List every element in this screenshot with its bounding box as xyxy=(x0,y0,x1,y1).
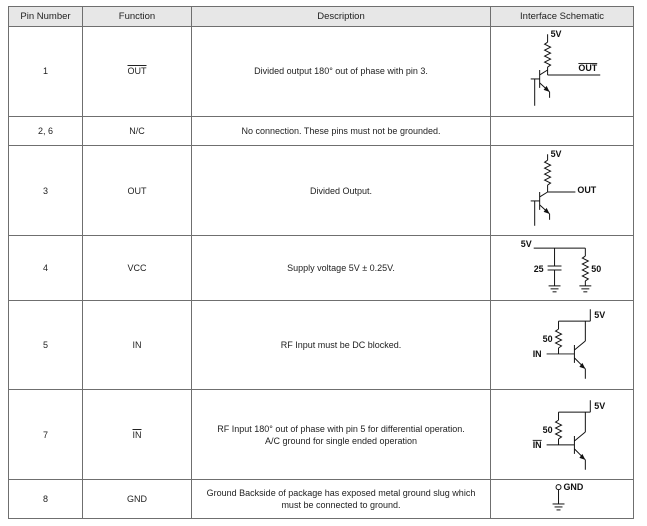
function-cell: IN xyxy=(83,390,192,479)
resistor-symbol xyxy=(554,419,563,440)
table-row: 8 GND Ground Backside of package has exp… xyxy=(8,480,634,519)
table-row: 1 OUT Divided output 180° out of phase w… xyxy=(8,26,634,117)
schematic-cell: 5V 50 IN xyxy=(491,390,634,479)
description-cell: Divided output 180° out of phase with pi… xyxy=(192,26,491,116)
pin-number-cell: 2, 6 xyxy=(8,117,83,145)
function-label: OUT xyxy=(127,66,147,76)
description-text: Ground Backside of package has exposed m… xyxy=(206,488,476,510)
resistor-value: 50 xyxy=(591,264,601,274)
table-row: 5 IN RF Input must be DC blocked. 5V 50 … xyxy=(8,301,634,390)
input-label: IN xyxy=(533,349,542,359)
supply-decoupling-schematic: 5V 25 50 xyxy=(521,239,601,293)
description-cell: RF Input 180° out of phase with pin 5 fo… xyxy=(192,390,491,479)
table-header-row: Pin Number Function Description Interfac… xyxy=(8,6,634,27)
schematic-cell: 5V 50 IN xyxy=(491,301,634,389)
table-row: 3 OUT Divided Output. 5V OUT xyxy=(8,146,634,236)
pin-number-cell: 7 xyxy=(8,390,83,479)
schematic-cell: GND xyxy=(491,480,634,518)
input-label: IN xyxy=(533,440,542,450)
description-cell: No connection. These pins must not be gr… xyxy=(192,117,491,145)
supply-label: 5V xyxy=(551,29,562,39)
function-cell: OUT xyxy=(83,26,192,116)
resistor-symbol xyxy=(543,41,552,68)
function-cell: OUT xyxy=(83,146,192,235)
table-row: 2, 6 N/C No connection. These pins must … xyxy=(8,117,634,146)
resistor-symbol xyxy=(581,255,590,282)
header-pin-number: Pin Number xyxy=(8,7,83,26)
table-row: 7 IN RF Input 180° out of phase with pin… xyxy=(8,390,634,480)
rf-input-schematic: 5V 50 IN xyxy=(533,400,605,470)
schematic-cell: 5V OUT xyxy=(491,146,634,235)
capacitor-value: 25 xyxy=(534,264,544,274)
resistor-symbol xyxy=(554,328,563,349)
description-cell: RF Input must be DC blocked. xyxy=(192,301,491,389)
supply-label: 5V xyxy=(521,239,532,249)
pin-number-cell: 3 xyxy=(8,146,83,235)
description-text: RF Input 180° out of phase with pin 5 fo… xyxy=(217,423,465,446)
schematic-cell: 5V OUT xyxy=(491,26,634,116)
pin-number-cell: 8 xyxy=(8,480,83,518)
supply-label: 5V xyxy=(594,401,605,411)
function-label: IN xyxy=(132,429,142,440)
resistor-symbol xyxy=(543,159,552,186)
supply-label: 5V xyxy=(594,310,605,320)
schematic-cell xyxy=(491,117,634,145)
ground-schematic: GND xyxy=(552,482,584,511)
schematic-cell: 5V 25 50 xyxy=(491,236,634,300)
pin-number-cell: 4 xyxy=(8,236,83,300)
description-cell: Supply voltage 5V ± 0.25V. xyxy=(192,236,491,300)
function-cell: IN xyxy=(83,301,192,389)
table-row: 4 VCC Supply voltage 5V ± 0.25V. 5V 25 xyxy=(8,236,634,301)
open-collector-output-schematic: 5V OUT xyxy=(530,29,601,106)
header-function: Function xyxy=(83,7,192,26)
function-cell: GND xyxy=(83,480,192,518)
pin-number-cell: 5 xyxy=(8,301,83,389)
description-cell: Divided Output. xyxy=(192,146,491,235)
pin-number-cell: 1 xyxy=(8,26,83,116)
function-cell: N/C xyxy=(83,117,192,145)
header-interface-schematic: Interface Schematic xyxy=(491,7,634,26)
rf-input-schematic: 5V 50 IN xyxy=(533,309,605,379)
resistor-value: 50 xyxy=(543,334,553,344)
output-label: OUT xyxy=(577,185,596,195)
output-label: OUT xyxy=(578,63,597,73)
ground-label: GND xyxy=(563,482,583,492)
description-cell: Ground Backside of package has exposed m… xyxy=(192,480,491,518)
supply-label: 5V xyxy=(551,149,562,159)
resistor-value: 50 xyxy=(543,425,553,435)
header-description: Description xyxy=(192,7,491,26)
open-collector-output-schematic: 5V OUT xyxy=(530,149,597,226)
function-cell: VCC xyxy=(83,236,192,300)
